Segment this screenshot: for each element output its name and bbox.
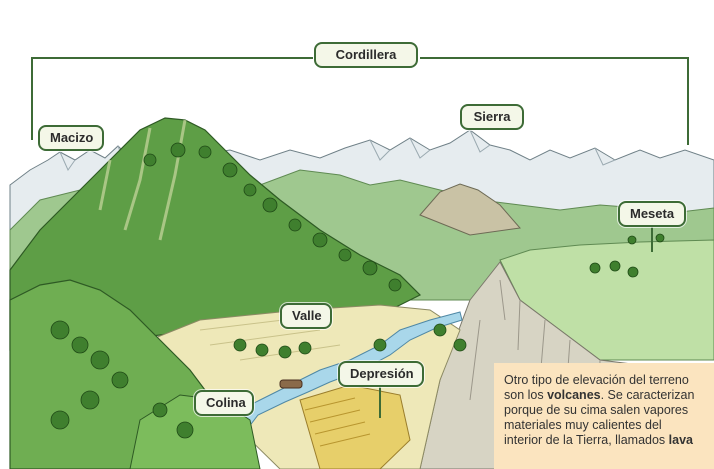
volcano-info-box: Otro tipo de elevación del terreno son l… [494,363,714,469]
label-macizo: Macizo [38,125,104,151]
info-line-3: porque de su cima salen vapores [504,403,689,417]
label-colina: Colina [194,390,254,416]
rocky-peak [419,183,521,236]
river [224,311,463,469]
info-line-1: Otro tipo de elevación del terreno [504,373,689,387]
massif-mountain [9,117,422,351]
label-depresion: Depresión [338,361,424,387]
terraced-fields [299,384,411,469]
info-line-2-post: . Se caracterizan [600,388,695,402]
info-term-volcanes: volcanes [547,388,601,402]
tree-clusters [50,142,665,439]
info-line-5-pre: interior de la Tierra, llamados [504,433,669,447]
label-valle: Valle [280,303,332,329]
info-line-4: materiales muy calientes del [504,418,662,432]
label-meseta: Meseta [618,201,686,227]
label-sierra: Sierra [460,104,524,130]
label-cordillera: Cordillera [314,42,418,68]
info-line-5: interior de la Tierra, llamados lava [504,433,714,448]
info-line-2: son los volcanes. Se caracterizan [504,388,714,403]
cordillera-bracket [31,57,689,145]
info-line-2-pre: son los [504,388,548,402]
info-term-lava: lava [668,433,693,447]
